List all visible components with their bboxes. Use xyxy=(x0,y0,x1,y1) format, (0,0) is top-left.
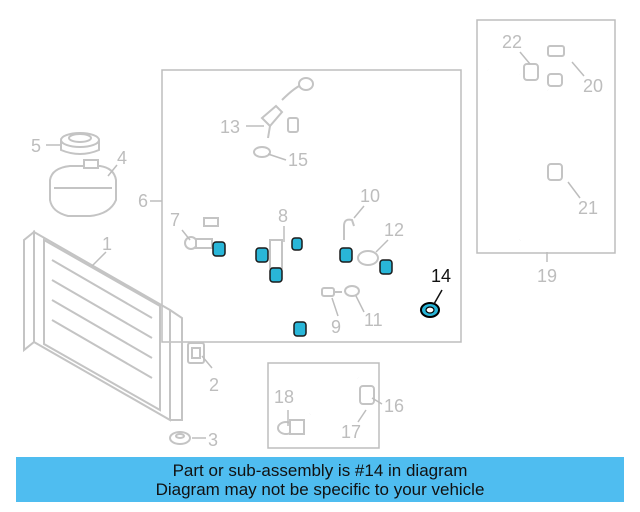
callout-10: 10 xyxy=(360,186,380,206)
part-13-connector xyxy=(260,104,299,139)
callout-21: 21 xyxy=(578,198,598,218)
callout-6: 6 xyxy=(138,191,148,211)
callout-11: 11 xyxy=(364,310,383,330)
part-14-clamp-highlighted xyxy=(420,302,440,318)
callout-22: 22 xyxy=(502,32,522,52)
part-10-bent-tube xyxy=(343,218,355,240)
part-4-coolant-reservoir xyxy=(49,159,117,217)
callout-8: 8 xyxy=(278,206,288,226)
callout-7: 7 xyxy=(170,210,180,230)
callout-16: 16 xyxy=(384,396,404,416)
info-banner: Part or sub-assembly is #14 in diagram D… xyxy=(16,457,624,502)
part-11-seal xyxy=(344,285,360,297)
callout-15: 15 xyxy=(288,150,308,170)
part-2-bracket xyxy=(187,342,205,364)
part-15-upper-hose xyxy=(203,77,314,227)
leader-lines xyxy=(46,51,585,439)
callout-2: 2 xyxy=(209,375,219,395)
callout-17: 17 xyxy=(341,422,361,442)
callout-12: 12 xyxy=(384,220,404,240)
callout-9: 9 xyxy=(331,317,341,337)
part-1-radiator xyxy=(23,229,183,422)
hose-clamps xyxy=(212,237,393,337)
banner-line-part-number: Part or sub-assembly is #14 in diagram xyxy=(172,461,468,480)
part-7-fitting xyxy=(184,236,213,250)
part-5-reservoir-cap xyxy=(60,132,100,155)
callout-4: 4 xyxy=(117,148,127,168)
callout-20: 20 xyxy=(583,76,603,96)
callout-1: 1 xyxy=(102,234,112,254)
callout-5: 5 xyxy=(31,136,41,156)
part-9-sensor xyxy=(321,287,342,297)
hose-group-16 xyxy=(277,375,375,435)
group-box-19 xyxy=(476,19,616,254)
hose-assembly-6 xyxy=(218,237,421,333)
callout-14-highlighted: 14 xyxy=(431,266,451,286)
group-box-6 xyxy=(161,69,462,343)
group-box-16 xyxy=(267,362,380,449)
callout-13: 13 xyxy=(220,117,240,137)
banner-line-disclaimer: Diagram may not be specific to your vehi… xyxy=(155,480,485,499)
callout-18: 18 xyxy=(274,387,294,407)
hose-group-19 xyxy=(487,45,565,241)
part-3-grommet xyxy=(169,431,191,445)
callout-19: 19 xyxy=(537,266,557,286)
callout-3: 3 xyxy=(208,430,218,450)
